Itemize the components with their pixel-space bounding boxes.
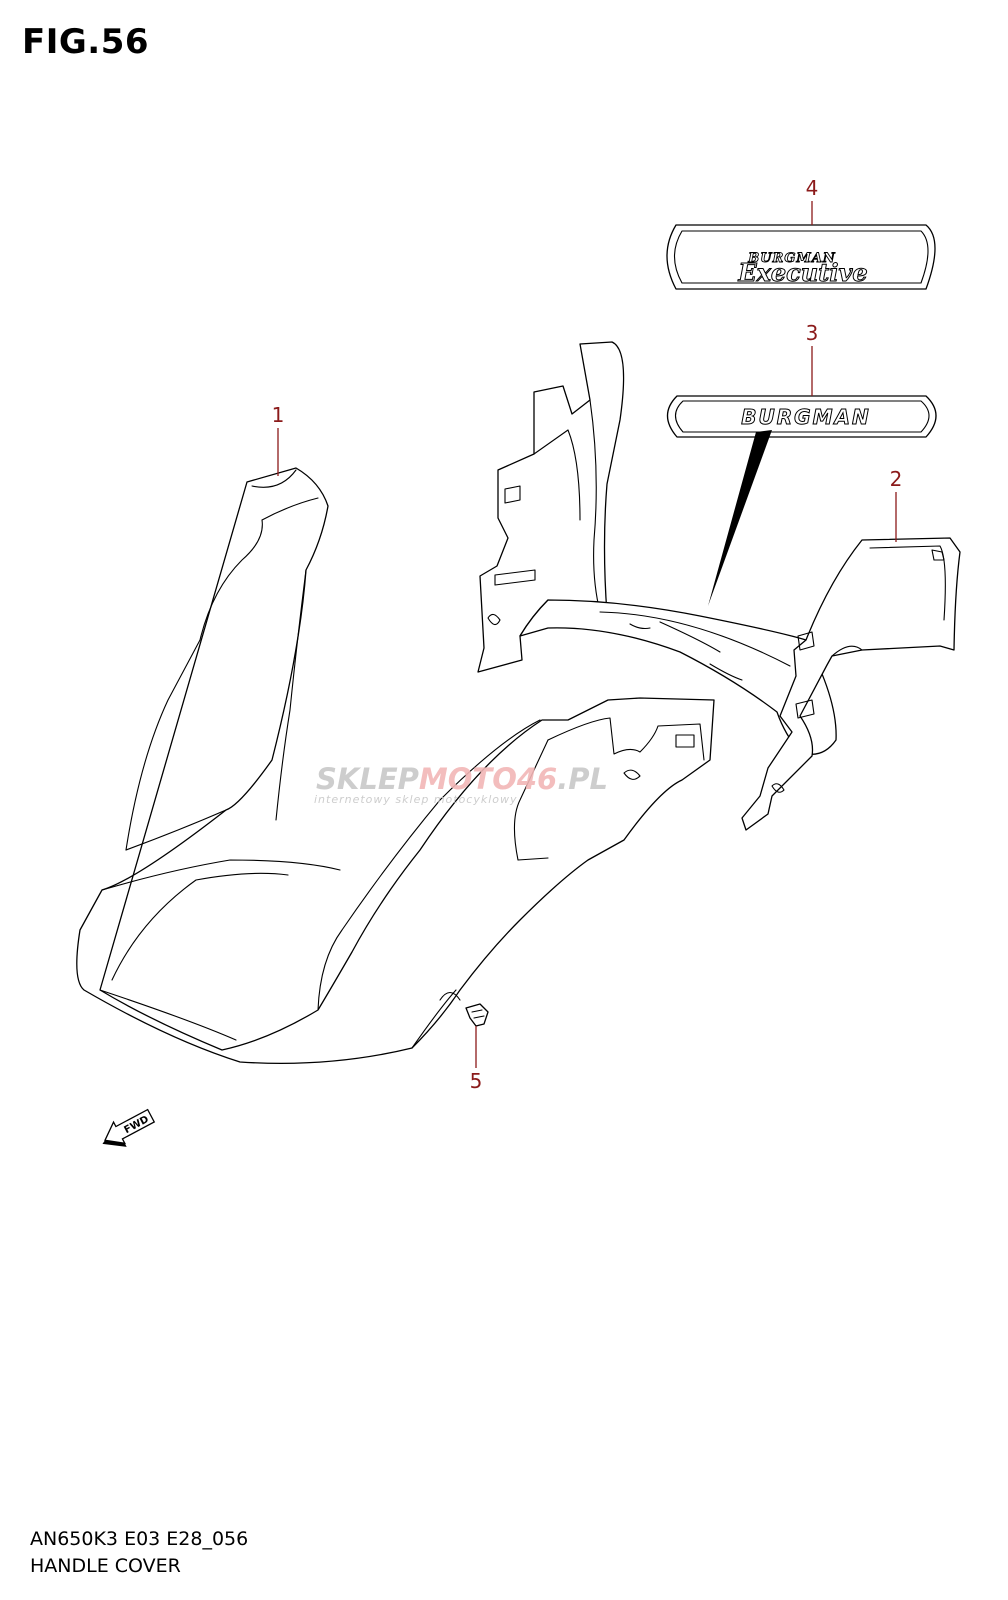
callout-2: 2 (890, 467, 903, 542)
callout-2-number: 2 (890, 467, 903, 491)
placement-wedge (708, 430, 772, 606)
part-1-main-cover[interactable] (76, 467, 715, 1065)
emblem-executive-small-text: BURGMAN (747, 251, 836, 266)
figure-caption: HANDLE COVER (30, 1555, 181, 1577)
watermark-tagline: internetowy sklep motocyklowy (314, 793, 518, 806)
model-code: AN650K3 E03 E28_056 (30, 1528, 249, 1550)
watermark-brand-d: .PL (557, 762, 608, 796)
watermark: SKLEPMOTO46.PL internetowy sklep motocyk… (314, 762, 608, 806)
watermark-brand-b: MOTO (419, 762, 517, 796)
emblem-executive[interactable]: BURGMAN Executive (666, 224, 936, 290)
figure-title: FIG.56 (22, 22, 150, 62)
callout-3-number: 3 (806, 321, 819, 345)
callout-1: 1 (272, 403, 285, 476)
emblem-burgman-text: BURGMAN (741, 405, 870, 429)
part-5-clip[interactable] (465, 1003, 489, 1027)
figure-footer: AN650K3 E03 E28_056 HANDLE COVER (30, 1526, 248, 1580)
callout-4: 4 (806, 176, 819, 225)
callout-3: 3 (806, 321, 819, 396)
emblem-burgman[interactable]: BURGMAN (666, 395, 937, 438)
emblem-executive-large-text: Executive (737, 258, 867, 287)
callout-5-number: 5 (470, 1069, 483, 1093)
svg-text:SKLEPMOTO46.PL: SKLEPMOTO46.PL (316, 762, 608, 796)
part-2-rear-cover[interactable] (477, 341, 961, 831)
callout-5: 5 (470, 1026, 483, 1093)
fwd-arrow-icon: FWD (102, 1108, 156, 1147)
callout-1-number: 1 (272, 403, 285, 427)
watermark-brand-c: 46 (516, 762, 557, 796)
callout-4-number: 4 (806, 176, 819, 200)
watermark-brand-a: SKLEP (316, 762, 419, 796)
